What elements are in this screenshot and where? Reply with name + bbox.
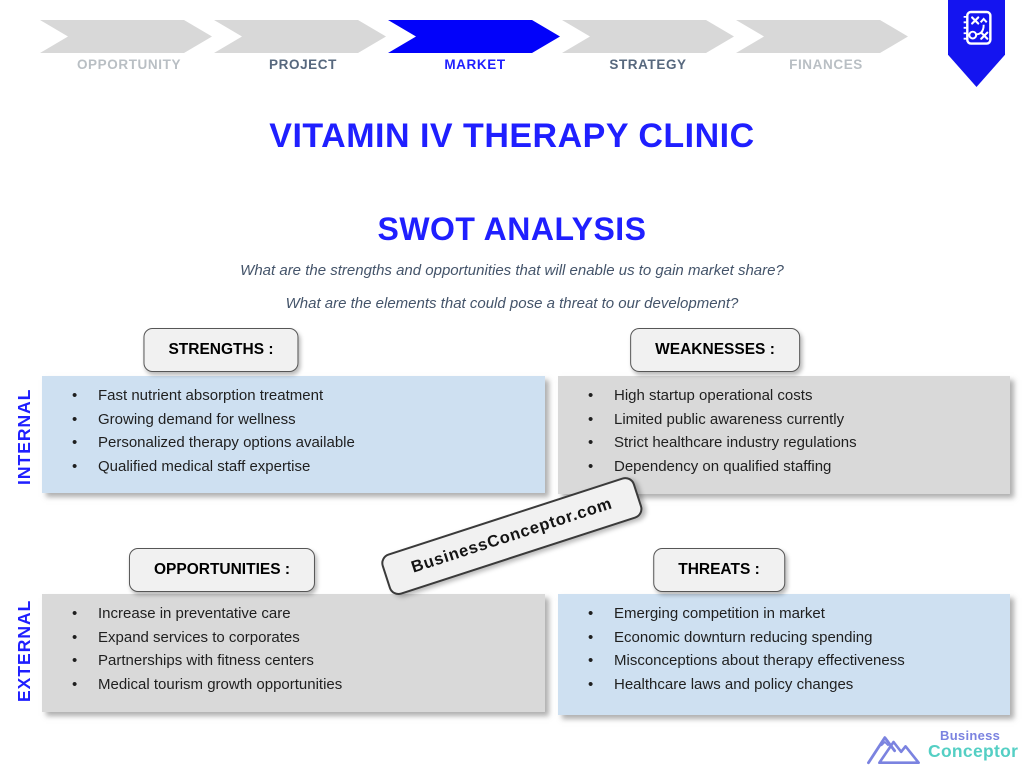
list-item: Qualified medical staff expertise xyxy=(42,455,545,479)
corner-ribbon-badge xyxy=(948,0,1005,87)
list-item: Medical tourism growth opportunities xyxy=(42,673,545,697)
list-item: Limited public awareness currently xyxy=(558,408,1010,432)
strengths-list: Fast nutrient absorption treatment Growi… xyxy=(42,376,545,478)
nav-chevron-opportunity[interactable] xyxy=(40,20,212,53)
weaknesses-list: High startup operational costs Limited p… xyxy=(558,376,1010,478)
list-item: Emerging competition in market xyxy=(558,602,1010,626)
list-item: Partnerships with fitness centers xyxy=(42,649,545,673)
list-item: Misconceptions about therapy effectivene… xyxy=(558,649,1010,673)
threats-list: Emerging competition in market Economic … xyxy=(558,594,1010,696)
list-item: Dependency on qualified staffing xyxy=(558,455,1010,479)
nav-label-opportunity[interactable]: OPPORTUNITY xyxy=(76,57,182,72)
list-item: Strict healthcare industry regulations xyxy=(558,431,1010,455)
nav-chevron-finances[interactable] xyxy=(736,20,908,53)
axis-label-external: EXTERNAL xyxy=(14,599,34,703)
list-item: Personalized therapy options available xyxy=(42,431,545,455)
strengths-panel: Fast nutrient absorption treatment Growi… xyxy=(42,376,545,493)
strengths-header: STRENGTHS : xyxy=(143,328,299,372)
list-item: Healthcare laws and policy changes xyxy=(558,673,1010,697)
nav-chevron-strategy[interactable] xyxy=(562,20,734,53)
nav-label-strategy[interactable]: STRATEGY xyxy=(609,57,687,72)
list-item: Expand services to corporates xyxy=(42,626,545,650)
threats-header: THREATS : xyxy=(653,548,785,592)
page-title: VITAMIN IV THERAPY CLINIC xyxy=(269,117,755,155)
opportunities-list: Increase in preventative care Expand ser… xyxy=(42,594,545,696)
opportunities-header: OPPORTUNITIES : xyxy=(128,548,316,592)
list-item: High startup operational costs xyxy=(558,384,1010,408)
nav-chevron-market[interactable] xyxy=(388,20,560,53)
axis-label-internal: INTERNAL xyxy=(14,388,34,486)
section-title: SWOT ANALYSIS xyxy=(377,211,647,247)
list-item: Fast nutrient absorption treatment xyxy=(42,384,545,408)
threats-panel: Emerging competition in market Economic … xyxy=(558,594,1010,715)
strategy-playbook-icon xyxy=(960,9,994,54)
list-item: Increase in preventative care xyxy=(42,602,545,626)
opportunities-panel: Increase in preventative care Expand ser… xyxy=(42,594,545,712)
intro-question-2: What are the elements that could pose a … xyxy=(285,295,739,312)
logo-word-conceptor: Conceptor xyxy=(928,741,1019,761)
nav-label-project[interactable]: PROJECT xyxy=(269,57,337,72)
nav-chevron-project[interactable] xyxy=(214,20,386,53)
logo-wordmark: Business Conceptor xyxy=(928,729,1018,761)
list-item: Growing demand for wellness xyxy=(42,408,545,432)
intro-question-1: What are the strengths and opportunities… xyxy=(240,262,784,279)
nav-label-market[interactable]: MARKET xyxy=(444,57,506,72)
footer-logo: Business Conceptor xyxy=(866,728,1018,768)
list-item: Economic downturn reducing spending xyxy=(558,626,1010,650)
weaknesses-header: WEAKNESSES : xyxy=(630,328,800,372)
weaknesses-panel: High startup operational costs Limited p… xyxy=(558,376,1010,494)
nav-label-finances[interactable]: FINANCES xyxy=(789,57,863,72)
logo-word-business: Business xyxy=(940,728,1001,743)
